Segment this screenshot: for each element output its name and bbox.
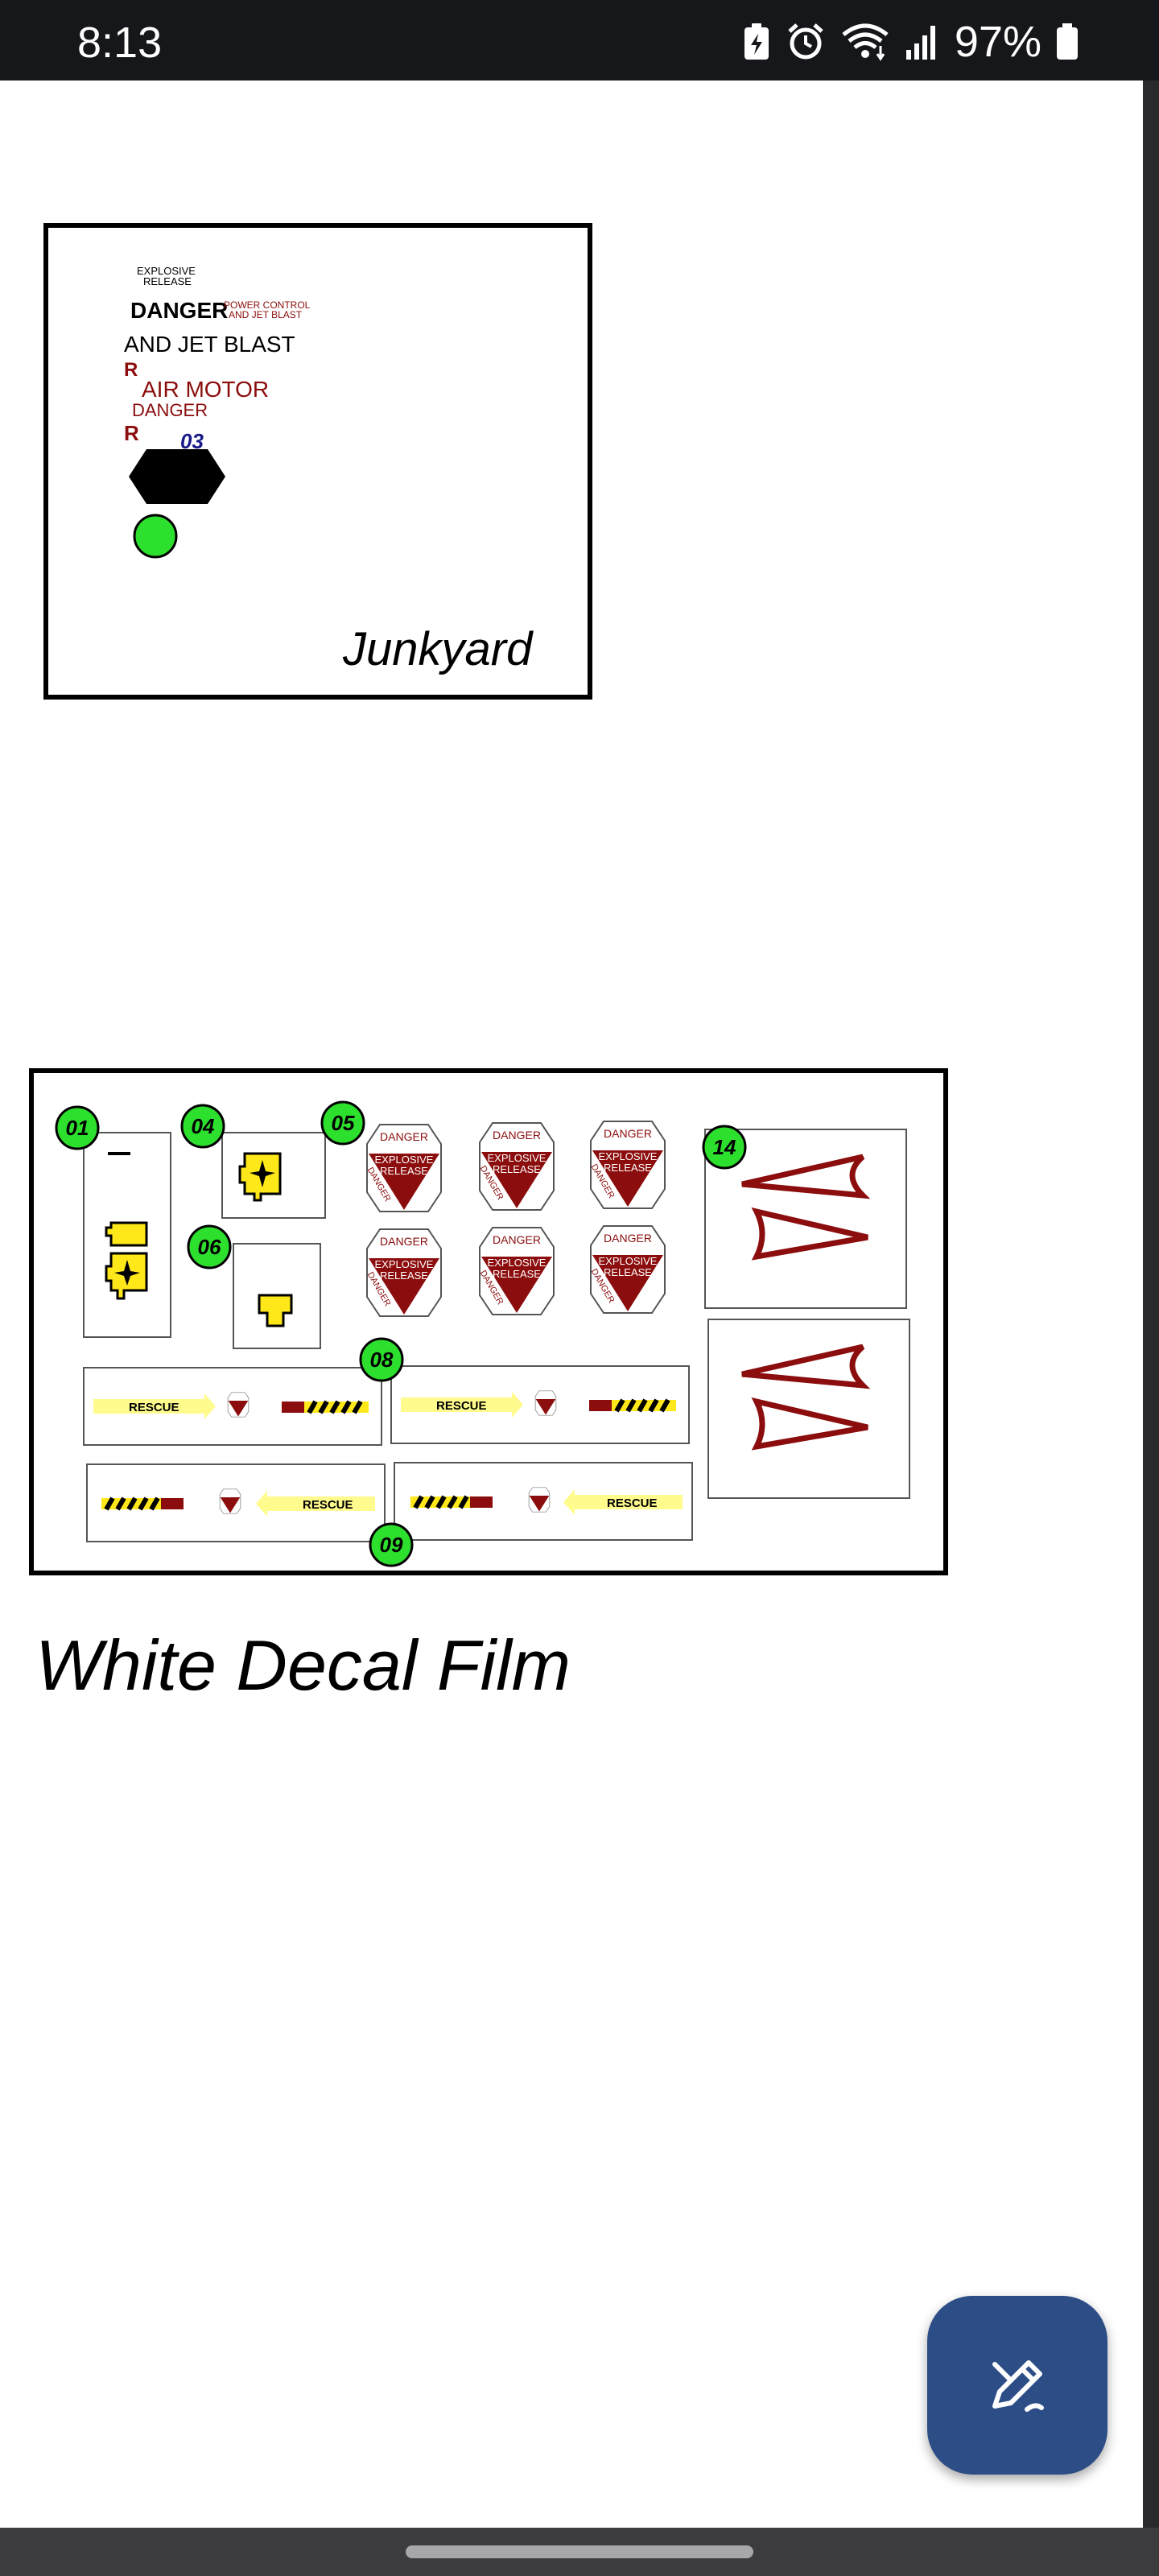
red-bar-2 xyxy=(589,1400,612,1411)
hazard-stripe-1 xyxy=(304,1402,369,1413)
decal-box-04 xyxy=(221,1132,326,1219)
wifi-icon xyxy=(842,23,889,61)
navigation-bar xyxy=(0,2528,1159,2576)
marker-14 xyxy=(702,1125,747,1170)
red-bar-1 xyxy=(282,1402,304,1413)
status-time: 8:13 xyxy=(77,19,163,67)
decal-box-14b xyxy=(707,1319,910,1499)
marker-01-label: 01 xyxy=(66,1116,89,1140)
decal-box-01 xyxy=(83,1132,171,1338)
hazard-stripe-4 xyxy=(410,1496,475,1508)
placard-release-1: RELEASE xyxy=(380,1165,428,1177)
mini-placard-4 xyxy=(528,1487,551,1513)
edit-pen-icon xyxy=(992,2360,1044,2412)
power-control-label-line2: AND JET BLAST xyxy=(229,309,303,320)
rescue-arrow-3 xyxy=(256,1491,375,1517)
mini-placard-2 xyxy=(534,1390,557,1416)
page-caption: White Decal Film xyxy=(35,1625,571,1705)
rescue-arrow-2 xyxy=(401,1392,523,1418)
tiny-dash-decal xyxy=(108,1152,130,1155)
red-bar-4 xyxy=(470,1496,493,1508)
chevron-decal-3 xyxy=(741,1344,871,1389)
chevron-decal-2 xyxy=(751,1207,868,1261)
air-motor-label: AIR MOTOR xyxy=(142,377,269,402)
rescue-arrow-4 xyxy=(563,1489,683,1515)
power-control-label-line1: POWER CONTROL xyxy=(224,299,311,311)
explosive-release-label-line2: RELEASE xyxy=(143,275,192,287)
marker-09-label: 09 xyxy=(380,1533,403,1557)
rescue-strip-4 xyxy=(394,1462,693,1541)
edit-fab-button[interactable] xyxy=(927,2296,1107,2475)
rescue-strip-1 xyxy=(83,1367,382,1446)
home-gesture-handle[interactable] xyxy=(406,2545,753,2558)
status-icons: 97% xyxy=(742,18,1079,66)
placard-release-5: RELEASE xyxy=(493,1268,541,1280)
placard-explosive-4: EXPLOSIVE xyxy=(375,1258,434,1270)
explosive-release-label-line1: EXPLOSIVE xyxy=(137,265,196,277)
decal-sheet-junkyard[interactable]: EXPLOSIVE RELEASE DANGER POWER CONTROL A… xyxy=(43,223,592,700)
marker-04-label: 04 xyxy=(192,1114,215,1138)
decal-box-06 xyxy=(233,1243,321,1349)
and-jet-blast-label: AND JET BLAST xyxy=(124,332,295,357)
marker-14-label: 14 xyxy=(713,1135,736,1159)
hazard-stripe-3 xyxy=(101,1498,166,1509)
placard-danger-6: DANGER xyxy=(604,1232,652,1245)
placard-explosive-3: EXPLOSIVE xyxy=(599,1150,658,1162)
marker-09 xyxy=(369,1522,414,1567)
placard-release-3: RELEASE xyxy=(604,1162,652,1174)
placard-explosive-6: EXPLOSIVE xyxy=(599,1255,658,1267)
rescue-strip-3 xyxy=(86,1463,386,1542)
placard-danger-4: DANGER xyxy=(380,1235,428,1248)
mini-placard-1 xyxy=(227,1392,250,1418)
rescue-strip-2 xyxy=(390,1365,690,1444)
chevron-decal-1 xyxy=(741,1154,871,1199)
placard-explosive-2: EXPLOSIVE xyxy=(488,1152,547,1164)
power-save-icon xyxy=(744,23,769,60)
rescue-label-2: RESCUE xyxy=(436,1399,487,1413)
black-hexagon-decal xyxy=(129,449,225,504)
yellow-emblem-decal-4 xyxy=(258,1294,293,1327)
r-label-1: R xyxy=(124,359,138,381)
marker-06-label: 06 xyxy=(198,1235,221,1259)
alarm-icon xyxy=(788,23,823,60)
battery-percent: 97% xyxy=(954,18,1041,66)
placard-danger-1: DANGER xyxy=(380,1130,428,1143)
decal-sheet-overview[interactable]: DANGER DANGER DANGER DANGER DANGER DANGE… xyxy=(29,1068,948,1575)
yellow-emblem-decal-1 xyxy=(105,1221,148,1247)
placard-danger-2: DANGER xyxy=(493,1129,541,1141)
danger-label: DANGER xyxy=(130,298,228,323)
mini-placard-3 xyxy=(219,1488,241,1514)
marker-08-label: 08 xyxy=(370,1348,394,1372)
placard-release-4: RELEASE xyxy=(380,1269,428,1282)
green-dot-decal xyxy=(133,514,178,559)
placard-danger-5: DANGER xyxy=(493,1233,541,1246)
battery-icon xyxy=(1057,23,1078,60)
placard-explosive-1: EXPLOSIVE xyxy=(375,1154,434,1166)
decal-box-14a xyxy=(704,1129,907,1309)
edge-strip xyxy=(1143,80,1159,2528)
marker-04 xyxy=(180,1104,225,1149)
rescue-arrow-1 xyxy=(93,1393,216,1419)
rescue-label-1: RESCUE xyxy=(129,1401,179,1414)
hazard-stripe-2 xyxy=(612,1400,676,1411)
placard-release-2: RELEASE xyxy=(493,1163,541,1175)
r-label-2: R xyxy=(124,421,139,445)
signal-icon xyxy=(905,26,935,60)
sheet-caption-junkyard: Junkyard xyxy=(342,623,534,675)
marker-06 xyxy=(187,1224,232,1269)
marker-01 xyxy=(55,1105,100,1150)
rescue-label-3: RESCUE xyxy=(303,1498,353,1512)
chevron-decal-4 xyxy=(751,1397,868,1451)
rescue-label-4: RESCUE xyxy=(607,1496,658,1510)
danger-small-label: DANGER xyxy=(132,400,208,420)
placard-explosive-5: EXPLOSIVE xyxy=(488,1257,547,1269)
marker-05 xyxy=(320,1100,365,1146)
marker-05-label: 05 xyxy=(332,1111,355,1135)
marker-08 xyxy=(359,1337,404,1382)
placard-release-6: RELEASE xyxy=(604,1266,652,1278)
status-bar: 8:13 97% xyxy=(0,0,1159,80)
placard-danger-3: DANGER xyxy=(604,1127,652,1140)
red-bar-3 xyxy=(161,1498,184,1509)
